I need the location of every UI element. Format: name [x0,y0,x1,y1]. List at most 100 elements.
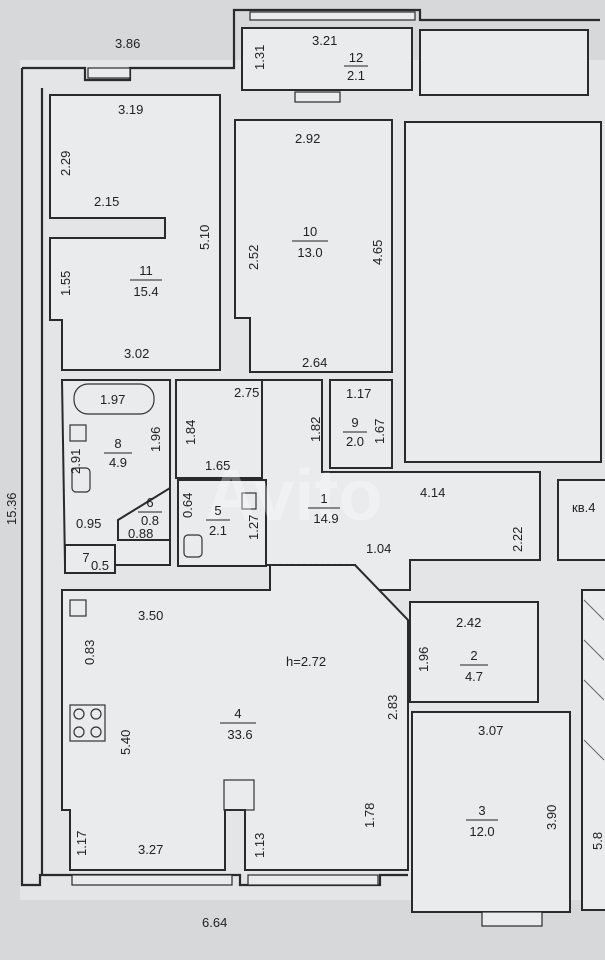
dim-4-65: 4.65 [370,240,385,265]
room-5-area: 2.1 [209,523,227,538]
dim-5-10: 5.10 [197,225,212,250]
side-label: 5.8 [590,832,605,850]
window-room-10 [294,91,341,103]
room-12-number: 12 [349,50,363,65]
dim-0-83: 0.83 [82,640,97,665]
room-10 [234,119,393,373]
room-6-number: 6 [146,495,153,510]
room-8-area: 4.9 [109,455,127,470]
dim-4-14: 4.14 [420,485,445,500]
dim-1-82: 1.82 [308,417,323,442]
stove [69,704,106,742]
room-5-number: 5 [214,503,221,518]
room-10-number: 10 [303,224,317,239]
dim-1-96b: 1.96 [416,647,431,672]
dim-2-29: 2.29 [58,151,73,176]
outer-wall-left [20,68,408,887]
room-7-area: 0.5 [91,558,109,573]
adjacent-room [404,121,602,463]
dimension-labels: 3.86 3.21 1.31 3.19 2.29 2.15 5.10 1.55 … [4,33,605,930]
bath-toilet-icon [71,467,91,493]
dim-2-15: 2.15 [94,194,119,209]
room-10-area: 13.0 [297,245,322,260]
dim-1-84: 1.84 [183,420,198,445]
adjacent-balcony [419,29,589,96]
dim-3-90: 3.90 [544,805,559,830]
dim-3-07: 3.07 [478,723,503,738]
dim-1-67: 1.67 [372,419,387,444]
room-12 [241,27,413,91]
wc-sink-icon [241,492,257,510]
dim-15-36: 15.36 [4,492,19,525]
kitchen-vent [223,779,255,811]
dim-3-86: 3.86 [115,36,140,51]
dim-1-55: 1.55 [58,271,73,296]
room-1-number: 1 [320,491,327,506]
room-7 [64,544,116,574]
room-6-area: 0.8 [141,513,159,528]
dim-2-83: 2.83 [385,695,400,720]
room-6 [117,486,171,541]
ceiling-height: h=2.72 [286,654,326,669]
watermark-text: Avito [205,456,382,536]
window-room-11 [87,67,131,79]
dim-2-42: 2.42 [456,615,481,630]
dim-0-88: 0.88 [128,526,153,541]
room-9-number: 9 [351,415,358,430]
dim-2-91: 2.91 [68,449,83,474]
dim-3-50: 3.50 [138,608,163,623]
room-11-area: 15.4 [133,284,158,299]
outer-wall [22,8,600,82]
room-5 [177,479,267,567]
sink-icon [69,424,87,442]
dim-1-78: 1.78 [362,803,377,828]
dim-3-27: 3.27 [138,842,163,857]
dim-0-64: 0.64 [180,493,195,518]
apartment-4-box [557,479,605,561]
room-11-number: 11 [139,263,153,278]
dim-1-97: 1.97 [100,392,125,407]
dim-6-64: 6.64 [202,915,227,930]
room-2-area: 4.7 [465,669,483,684]
dim-2-22: 2.22 [510,527,525,552]
dim-1-27: 1.27 [246,515,261,540]
dim-2-75: 2.75 [234,385,259,400]
dim-3-02: 3.02 [124,346,149,361]
dim-2-64: 2.64 [302,355,327,370]
dim-5-40: 5.40 [118,730,133,755]
dim-1-04: 1.04 [366,541,391,556]
wc-toilet-icon [183,534,203,558]
dim-3-21: 3.21 [312,33,337,48]
room-1-upper [175,379,263,479]
room-9-area: 2.0 [346,434,364,449]
window-room-3 [481,911,543,927]
window-room-12 [249,11,416,21]
stove-burners-icon [73,708,102,738]
dim-1-17b: 1.17 [74,831,89,856]
dim-1-17a: 1.17 [346,386,371,401]
dim-1-13: 1.13 [252,833,267,858]
bathtub [73,383,155,415]
stair-hatch [583,599,605,761]
dim-1-96a: 1.96 [148,427,163,452]
dim-1-31: 1.31 [252,45,267,70]
room-labels: 12 2.1 11 15.4 10 13.0 8 4.9 9 2.0 1 14.… [82,50,498,839]
window-room-4-right [247,874,379,886]
room-1-area: 14.9 [313,511,338,526]
room-4-number: 4 [234,706,241,721]
room-4-area: 33.6 [227,727,252,742]
room-8-number: 8 [114,436,121,451]
dim-0-95: 0.95 [76,516,101,531]
dim-2-52: 2.52 [246,245,261,270]
dim-2-92: 2.92 [295,131,320,146]
room-9 [329,379,393,469]
room-2 [409,601,539,703]
room-12-area: 2.1 [347,68,365,83]
room-3 [411,711,571,913]
room-7-number: 7 [82,550,89,565]
window-room-4-left [71,874,233,886]
room-11 [49,94,221,371]
dim-1-65: 1.65 [205,458,230,473]
room-3-area: 12.0 [469,824,494,839]
